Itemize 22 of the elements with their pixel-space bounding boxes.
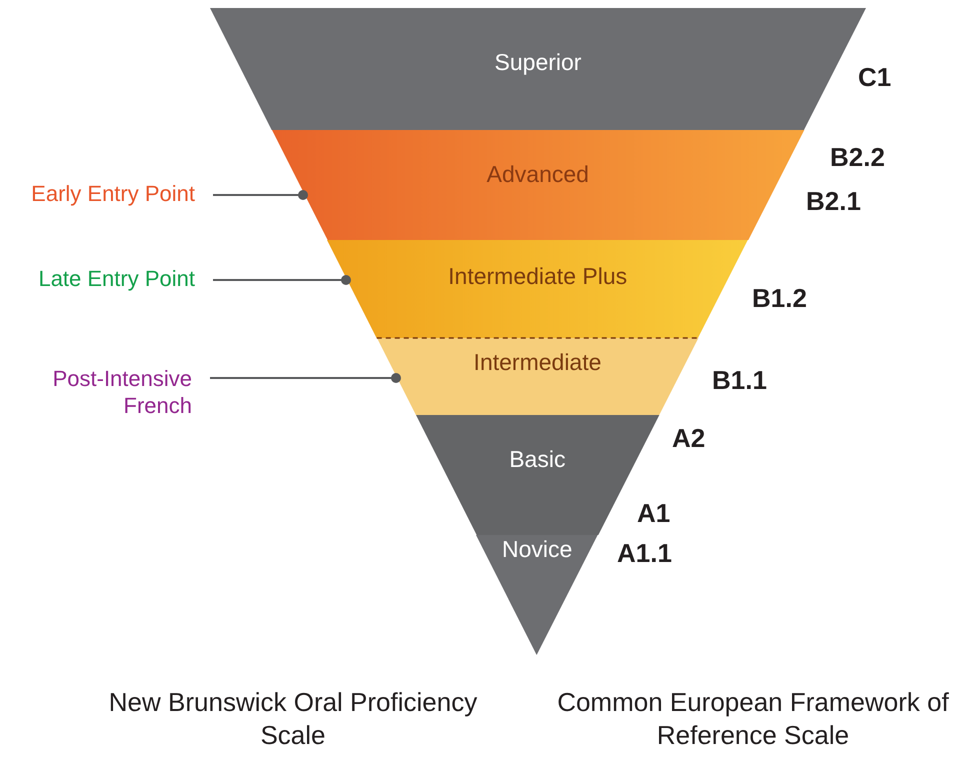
band-label: Novice [502,536,572,563]
band-label: Advanced [486,161,589,188]
leader-line [213,190,308,200]
level-code: C1 [858,62,892,93]
level-code: B1.1 [712,365,767,396]
level-code: B1.2 [752,283,807,314]
level-code: B2.1 [806,186,861,217]
band-label: Intermediate [474,349,602,376]
level-code: A2 [672,423,706,454]
entry-point-label: Early Entry Point [20,180,195,207]
entry-point-label: Late Entry Point [20,265,195,292]
level-code: B2.2 [830,142,885,173]
level-code: A1.1 [617,538,672,569]
leader-line [213,275,351,285]
leader-line [210,373,401,383]
band-label: Basic [509,446,566,473]
level-code: A1 [637,498,670,529]
scale-caption: New Brunswick Oral Proficiency Scale [108,686,478,752]
entry-point-label: Post-Intensive French [17,365,192,419]
band-label: Superior [494,49,582,76]
band-label: Intermediate Plus [448,263,628,290]
scale-caption: Common European Framework of Reference Scale [556,686,950,752]
